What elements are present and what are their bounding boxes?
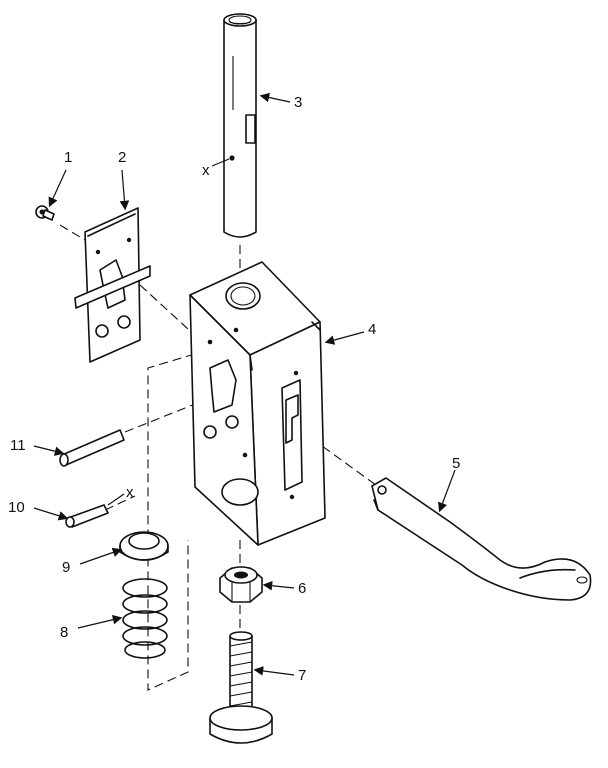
x-mark-tube: x: [202, 162, 210, 179]
callout-2: 2: [118, 149, 126, 166]
washer-part: [119, 531, 169, 561]
callout-5: 5: [452, 455, 460, 472]
housing-part: [189, 261, 326, 546]
callout-1: 1: [64, 149, 72, 166]
handle-part: [371, 477, 592, 601]
long-pin-part: [59, 429, 125, 467]
callout-6: 6: [298, 580, 306, 597]
callout-4: 4: [368, 321, 376, 338]
callout-8: 8: [60, 624, 68, 641]
screw-part: [35, 205, 55, 221]
callout-7: 7: [298, 667, 306, 684]
spring-part: [122, 578, 168, 659]
plate-part: [74, 207, 151, 363]
x-mark-pin: x: [126, 484, 134, 501]
leader-lines: [33, 92, 456, 676]
callout-10: 10: [8, 499, 25, 516]
tube-part: [223, 13, 257, 238]
nut-part: [219, 566, 263, 603]
callout-11: 11: [10, 437, 26, 454]
bolt-part: [209, 631, 273, 744]
callout-3: 3: [294, 94, 302, 111]
callout-9: 9: [62, 559, 70, 576]
short-pin-part: [65, 504, 109, 528]
